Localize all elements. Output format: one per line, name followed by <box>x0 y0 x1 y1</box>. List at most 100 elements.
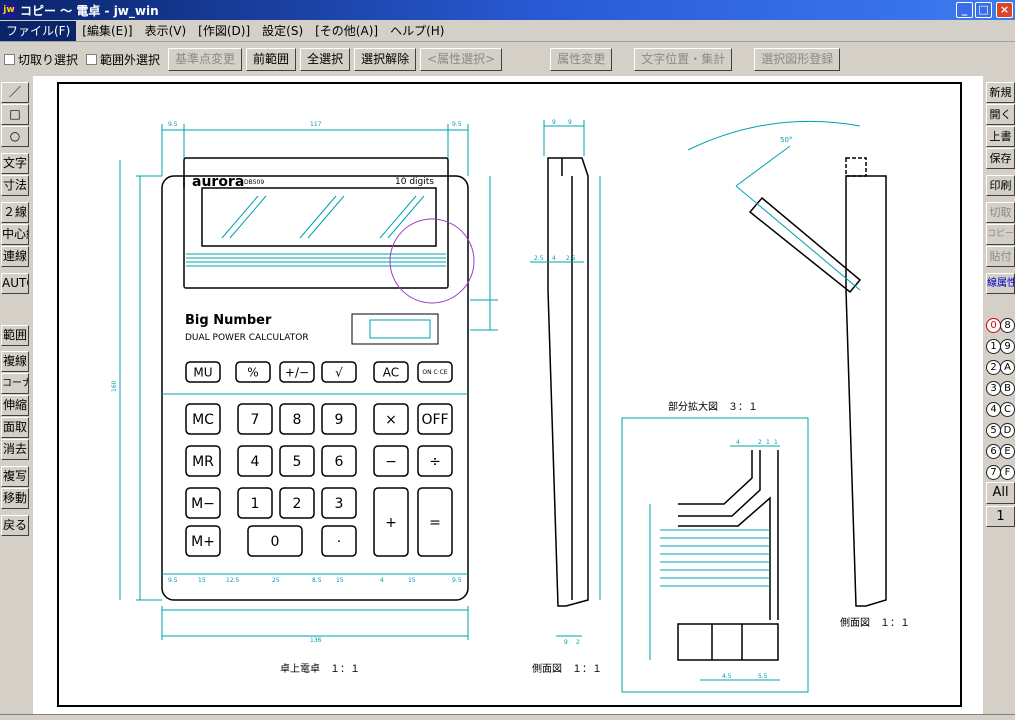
layer-4-button[interactable]: 4 <box>986 402 1001 417</box>
previous-range-button[interactable]: 前範囲 <box>246 47 297 71</box>
layer-6-button[interactable]: 6 <box>986 444 1001 459</box>
mminus-0-key <box>185 487 221 519</box>
mr-1-key <box>237 445 273 477</box>
side-dim-2: 9 <box>568 119 572 126</box>
attribute-change-button[interactable]: 属性変更 <box>550 47 613 71</box>
line-attribute-button[interactable]: 線属性 <box>986 273 1015 294</box>
side-view-1-dimensions <box>530 120 601 637</box>
move-tool[interactable]: 移動 <box>1 488 29 509</box>
layer-1-button[interactable]: 1 <box>986 339 1001 354</box>
layer-8-button[interactable]: 8 <box>1000 318 1015 333</box>
cut-select-checkbox[interactable]: 切取り選択 <box>4 51 78 68</box>
mc-1-key <box>237 403 273 435</box>
layer-3-button[interactable]: 3 <box>986 381 1001 396</box>
detail-dim-top-3: 1 <box>766 439 770 446</box>
circle-tool[interactable]: ○ <box>1 126 29 147</box>
dim-height: 160 <box>111 380 118 392</box>
chamfer-tool[interactable]: 面取 <box>1 417 29 438</box>
dim-top-center: 117 <box>310 121 322 128</box>
side-view-2-label: 側面図 １：１ <box>840 616 910 629</box>
save-button[interactable]: 保存 <box>986 148 1015 169</box>
layer-9-button[interactable]: 9 <box>1000 339 1015 354</box>
layer-group-button[interactable]: 1 <box>986 506 1015 527</box>
outside-range-checkbox[interactable]: 範囲外選択 <box>86 51 160 68</box>
display-glare <box>221 195 425 239</box>
undo-tool[interactable]: 戻る <box>1 515 29 536</box>
layer-7-button[interactable]: 7 <box>986 465 1001 480</box>
layer-C-button[interactable]: C <box>1000 402 1015 417</box>
layer-5-button[interactable]: 5 <box>986 423 1001 438</box>
menu-help[interactable]: ヘルプ(H) <box>390 23 445 38</box>
rectangle-tool[interactable]: □ <box>1 104 29 125</box>
copy-tool[interactable]: 複写 <box>1 466 29 487</box>
model-label: DB509 <box>244 179 264 186</box>
side-view-2 <box>748 157 887 607</box>
layer-D-button[interactable]: D <box>1000 423 1015 438</box>
side-dim-bottom-2: 2 <box>576 639 580 646</box>
deselect-button[interactable]: 選択解除 <box>354 47 417 71</box>
maximize-icon[interactable]: □ <box>975 2 992 18</box>
dimension-tool[interactable]: 寸法 <box>1 175 29 196</box>
range-tool[interactable]: 範囲 <box>1 325 29 346</box>
mc-3-key-label: 9 <box>335 412 344 428</box>
calculator-top-view <box>161 157 469 601</box>
center-line-tool[interactable]: 中心線 <box>1 224 29 245</box>
corner-tool[interactable]: コーナー <box>1 373 29 394</box>
base-point-change-button[interactable]: 基準点変更 <box>168 47 243 71</box>
print-button[interactable]: 印刷 <box>986 175 1015 196</box>
layer-all-button[interactable]: All <box>986 482 1015 504</box>
mminus-4-key-label: + <box>385 515 397 531</box>
offset-line-tool[interactable]: 複線 <box>1 351 29 372</box>
mminus-3-key <box>321 487 357 519</box>
dim-width: 136 <box>310 637 322 644</box>
menu-edit[interactable]: [編集(E)] <box>82 23 133 38</box>
open-button[interactable]: 開く <box>986 104 1015 125</box>
erase-tool[interactable]: 消去 <box>1 439 29 460</box>
dim-bottom-label: 15 <box>336 577 344 584</box>
mc-2-key-label: 8 <box>293 412 302 428</box>
layer-2-button[interactable]: 2 <box>986 360 1001 375</box>
mr-5-key-label: ÷ <box>429 454 441 470</box>
menu-file[interactable]: ファイル(F) <box>0 20 77 41</box>
mminus-1-key-label: 1 <box>251 496 260 512</box>
dim-top-right: 9.5 <box>452 121 462 128</box>
layer-E-button[interactable]: E <box>1000 444 1015 459</box>
new-button[interactable]: 新規 <box>986 82 1015 103</box>
double-line-tool[interactable]: ２線 <box>1 202 29 223</box>
select-all-button[interactable]: 全選択 <box>300 47 351 71</box>
register-selected-figure-button[interactable]: 選択図形登録 <box>754 47 841 71</box>
drawing-canvas[interactable]: aurora DB509 10 digits Big Number DUAL P… <box>33 76 983 716</box>
title-bar: jw コピー ～ 電卓 - jw_win _ □ × <box>0 0 1015 20</box>
paste-button[interactable]: 貼付 <box>986 246 1015 267</box>
stretch-tool[interactable]: 伸縮 <box>1 395 29 416</box>
menu-draw[interactable]: [作図(D)] <box>198 23 251 38</box>
layer-A-button[interactable]: A <box>1000 360 1015 375</box>
digits-label: 10 digits <box>395 177 434 187</box>
layer-0-button[interactable]: 0 <box>986 318 1001 333</box>
copy-button[interactable]: コピー <box>986 224 1015 245</box>
minimize-icon[interactable]: _ <box>956 2 973 18</box>
mr-0-key <box>185 445 221 477</box>
menu-view[interactable]: 表示(V) <box>144 23 187 38</box>
mr-3-key-label: 6 <box>335 454 344 470</box>
layer-F-button[interactable]: F <box>1000 465 1015 480</box>
product-subtitle: DUAL POWER CALCULATOR <box>185 333 309 343</box>
text-tool[interactable]: 文字 <box>1 153 29 174</box>
overwrite-button[interactable]: 上書 <box>986 126 1015 147</box>
row1-5-key-label: ON C·CE <box>422 369 447 376</box>
row1-5-key <box>417 361 453 383</box>
mr-4-key-label: − <box>385 454 397 470</box>
auto-tool[interactable]: AUTO <box>1 273 29 294</box>
menu-other[interactable]: [その他(A)] <box>315 23 379 38</box>
menu-settings[interactable]: 設定(S) <box>262 23 304 38</box>
mplus-key-label: M+ <box>191 534 215 550</box>
continuous-line-tool[interactable]: 連線 <box>1 246 29 267</box>
layer-B-button[interactable]: B <box>1000 381 1015 396</box>
text-position-total-button[interactable]: 文字位置・集計 <box>634 47 733 71</box>
line-tool[interactable]: ／ <box>1 82 29 103</box>
cut-button[interactable]: 切取 <box>986 202 1015 223</box>
close-icon[interactable]: × <box>996 2 1013 18</box>
attribute-select-button[interactable]: <属性選択> <box>420 47 503 71</box>
brand-label: aurora <box>192 174 244 190</box>
detail-title: 部分拡大図 ３：１ <box>668 400 758 413</box>
